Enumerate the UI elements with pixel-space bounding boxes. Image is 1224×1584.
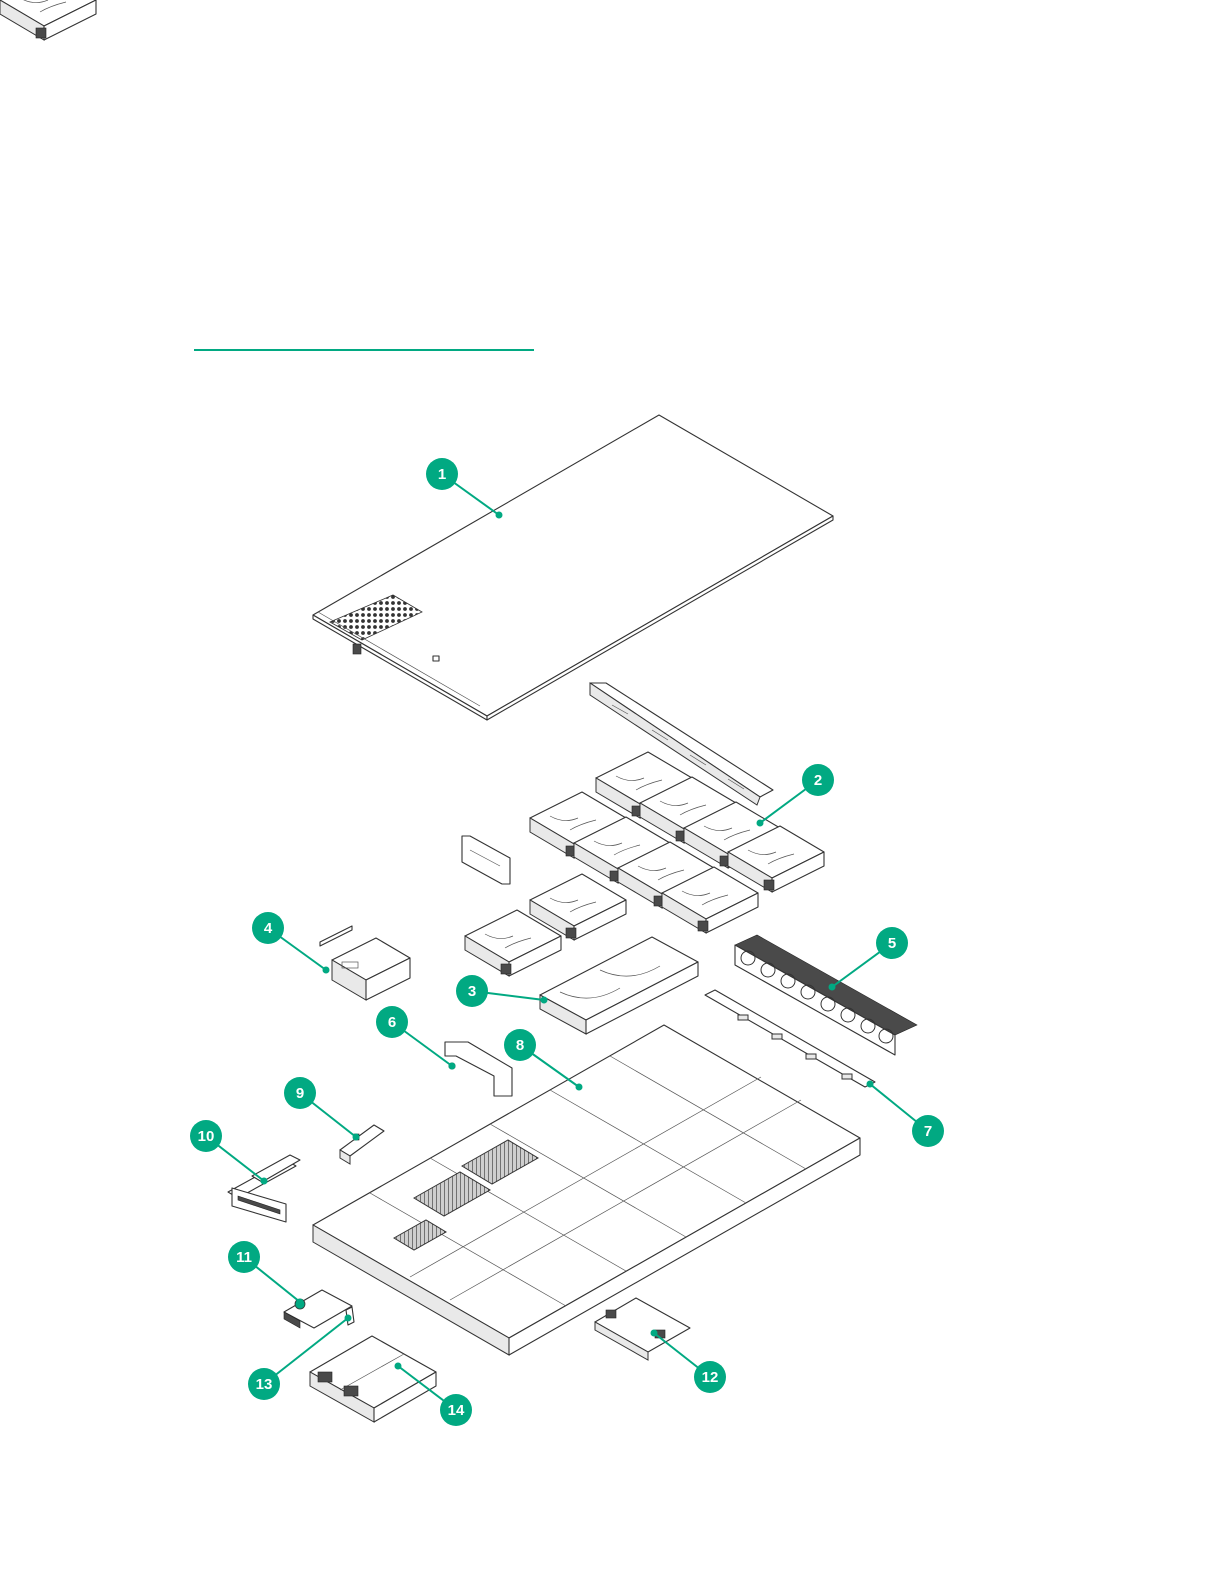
callout-13-label: 13 [256,1376,273,1393]
callout-11: 11 [228,1241,304,1306]
callout-12-label: 12 [702,1369,719,1386]
chassis [313,1025,860,1355]
callout-2: 2 [757,764,835,827]
callout-4: 4 [252,912,330,974]
callout-10-label: 10 [198,1128,215,1145]
access-cover [313,415,833,720]
small-backplane [462,836,510,884]
callout-8-label: 8 [516,1037,524,1054]
riser-cage [228,1155,300,1222]
callout-10: 10 [190,1120,268,1185]
callout-12: 12 [651,1330,727,1394]
callout-14-label: 14 [448,1402,465,1419]
callout-9: 9 [284,1077,360,1141]
callout-5-label: 5 [888,935,896,952]
callout-1-label: 1 [438,466,446,483]
callout-3-label: 3 [468,983,476,1000]
callout-6-label: 6 [388,1014,396,1031]
callout-11-label: 11 [236,1249,252,1266]
media-bay [320,926,410,1000]
callout-9-label: 9 [296,1085,304,1102]
air-baffle [445,1042,512,1096]
callout-4-label: 4 [264,920,273,937]
callout-6: 6 [376,1006,456,1070]
callout-2-label: 2 [814,772,822,789]
drive-cage [540,937,698,1034]
callout-5: 5 [829,927,909,991]
callout-3: 3 [456,975,548,1007]
callout-7-label: 7 [924,1123,932,1140]
power-supplies [310,1336,436,1422]
callout-1: 1 [426,458,503,519]
callout-7: 7 [867,1081,945,1148]
callout-8: 8 [504,1029,583,1091]
